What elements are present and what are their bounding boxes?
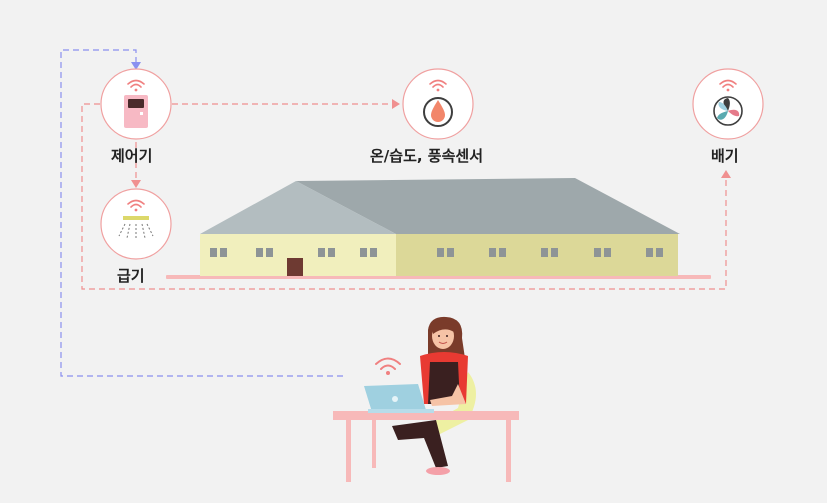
roof-gable [200,181,396,234]
connection-controller-to-exhaust [81,103,727,290]
label-sensor: 온/습도, 풍속센서 [370,147,483,165]
desk-leg-mid [372,420,376,468]
wifi-icon [375,357,401,375]
fan-icon [713,96,743,126]
apron [428,362,460,404]
person-at-desk [333,316,519,482]
label-supply: 급기 [117,267,145,285]
wifi-icon [719,79,737,92]
windows [210,248,663,257]
arrowhead-supply [131,180,141,188]
label-controller: 제어기 [111,147,153,165]
arm [430,384,466,406]
node-controller [100,68,172,140]
node-sensor [402,68,474,140]
node-supply [100,188,172,260]
desk-leg-right [506,420,511,482]
desk-top [333,411,519,420]
arrowhead-exhaust [721,170,731,178]
arrowhead-controller [131,62,141,70]
arrowhead-sensor [392,99,400,109]
controller-device-icon [124,95,148,128]
connection-lines [60,49,727,377]
wifi-icon [429,79,447,92]
laptop-base [368,409,434,413]
wifi-icon [127,79,145,92]
arrowheads [131,62,731,188]
node-exhaust [692,68,764,140]
roof-main [296,178,680,234]
barn-building [166,178,711,279]
air-supply-icon [118,216,154,239]
water-drop-icon [423,97,453,127]
door [287,258,303,276]
legs [392,420,448,468]
label-exhaust: 배기 [711,147,739,165]
desk-leg-left [346,420,351,482]
wifi-icon [127,199,145,212]
